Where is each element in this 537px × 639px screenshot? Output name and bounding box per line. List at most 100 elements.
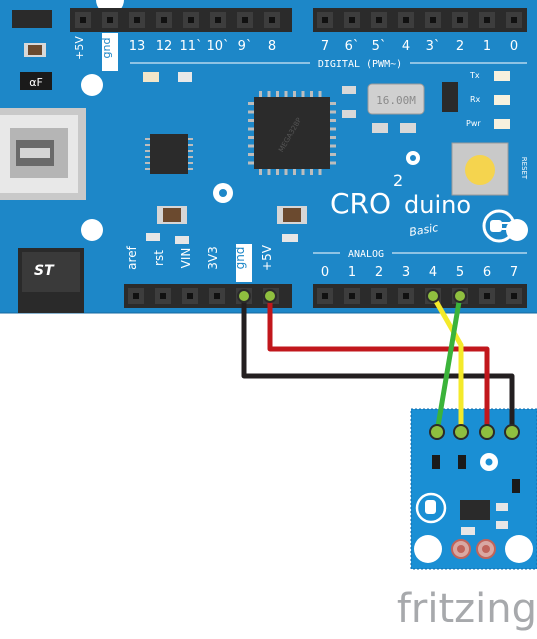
header-pin-hole [484,17,490,23]
plug-icon [415,492,447,524]
wire-red [267,296,490,432]
smd-component [12,10,52,28]
rx-led [494,95,510,105]
brand-sup: 2 [393,171,403,190]
wire-black [241,296,515,432]
led [143,72,159,82]
module-mount-hole [505,535,533,563]
usb-connector [0,108,86,200]
pin-label: 2 [456,39,464,54]
edition-label: Basic [408,221,439,239]
analog-label: ANALOG [348,249,384,260]
pin-label: 9` [238,39,253,54]
gear-icon [480,453,498,471]
pin-label: 4 [402,39,410,54]
header-pin-hole [160,293,166,299]
resistor [178,72,192,82]
header-pin-hole [134,17,140,23]
header-pin-hole [349,17,355,23]
voltage-regulator: ST [18,248,84,313]
pin-label: +5V [73,36,86,60]
wire-endpoints [237,289,520,440]
pin-label: gnd [100,38,113,59]
pin-label: 4 [429,265,437,280]
brand-tail: duino [404,191,471,219]
brand-main: CRO [330,187,391,220]
pin-label: 8 [268,39,276,54]
croduino-logo: CRO 2 duino Basic [330,171,471,239]
wire-green [434,295,463,433]
header-pin-hole [511,293,517,299]
pin-label: 11` [179,39,202,54]
pin-label: 2 [375,265,383,280]
header-pin-hole [80,17,86,23]
gear-icon [213,183,233,203]
header-pin-hole [133,293,139,299]
pin-label: 5` [372,39,387,54]
pin-label: 7 [321,39,329,54]
header-pin-hole [107,17,113,23]
reset-button[interactable] [451,142,509,196]
header-pin-hole [484,293,490,299]
pin-label: 5 [456,265,464,280]
wire-yellow [430,294,464,432]
header-pin-hole [242,17,248,23]
pin-label: 6` [345,39,360,54]
pwr-led [494,119,510,129]
header-pin-hole [187,293,193,299]
pin-label: 3 [402,265,410,280]
pin-label: 3V3 [206,246,220,269]
header-pin-hole [349,293,355,299]
crystal: 16.00M [367,83,425,115]
header-pin-hole [376,293,382,299]
header-pin-hole [188,17,194,23]
pin-label: 0 [510,39,518,54]
microcontroller-chip: MEGA328P [248,91,336,175]
smd-ic [442,82,458,112]
gear-icon [406,151,420,165]
header-pin-hole [403,17,409,23]
usb-chip [145,134,193,174]
pin-label: VIN [179,248,193,269]
digital-label: DIGITAL (PWM~) [318,59,402,70]
pin-label: 0 [321,265,329,280]
pin-label: 6 [483,265,491,280]
pwr-label: Pwr [466,119,481,128]
plug-icon [482,209,516,243]
pin-label: 12 [156,39,173,54]
header-pin-hole [511,17,517,23]
pin-label: 10` [206,39,229,54]
tx-led [494,71,510,81]
pin-label: gnd [233,247,247,270]
st-logo: ST [34,263,55,279]
mount-hole [81,74,103,96]
mount-hole [81,219,103,241]
header-pin-hole [269,17,275,23]
rx-label: Rx [470,95,481,104]
fritzing-watermark: fritzing [397,586,537,632]
pin-label: 1 [348,265,356,280]
tx-label: Tx [469,71,480,80]
wires [237,289,520,440]
reset-label: RESET [520,157,528,180]
module-mount-hole [414,535,442,563]
header-pin-hole [403,293,409,299]
header-pin-hole [215,17,221,23]
crystal-label: 16.00M [376,94,416,107]
pin-label: 3` [426,39,441,54]
cap-mark: αF [29,76,43,89]
header-pin-hole [376,17,382,23]
capacitor [20,72,52,90]
pin-label: 13 [129,39,146,54]
header-pin-hole [161,17,167,23]
module-ic [460,500,490,520]
pin-label: 1 [483,39,491,54]
header-pin-hole [322,17,328,23]
pin-label: aref [125,245,139,269]
header-pin-hole [214,293,220,299]
header-pin-hole [457,17,463,23]
pin-label: +5V [260,244,274,271]
header-pin-hole [430,17,436,23]
